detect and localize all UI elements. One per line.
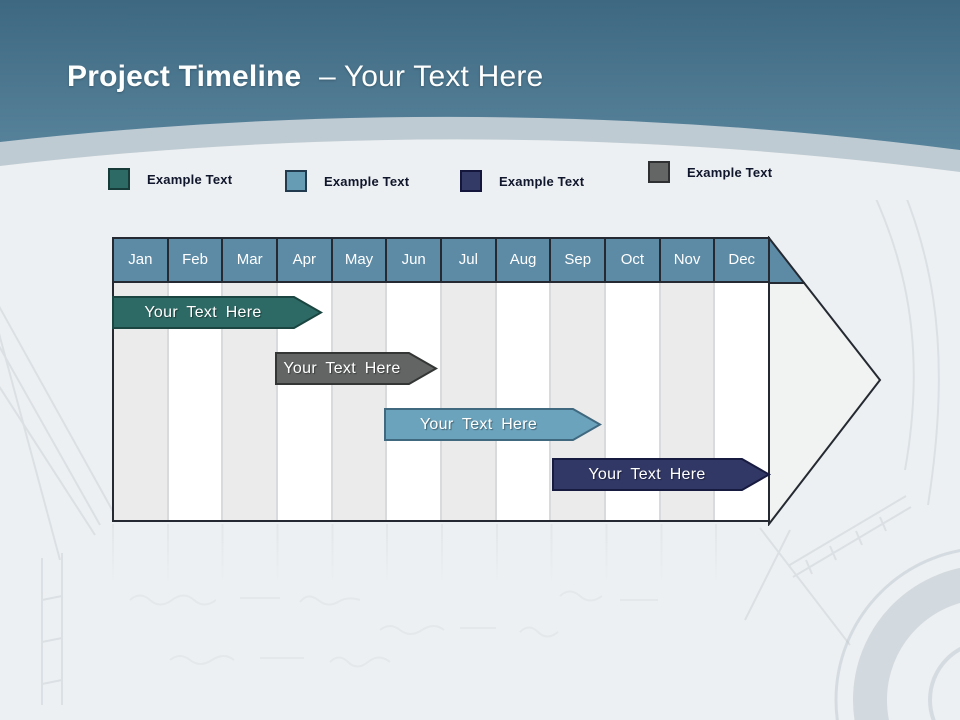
bar-arrow-shape: [552, 458, 772, 491]
month-column: [332, 283, 388, 520]
bar-label: Your Text Here: [283, 359, 401, 377]
timeline-bar-3: Your Text Here: [384, 408, 603, 441]
month-column: [387, 283, 443, 520]
legend-item-1: Example Text: [108, 168, 232, 190]
bar-label: Your Text Here: [419, 415, 538, 433]
month-cell-sep: Sep: [551, 239, 607, 281]
month-cell-jan: Jan: [114, 239, 169, 281]
month-cell-nov: Nov: [661, 239, 716, 281]
legend-item-3: Example Text: [460, 170, 584, 192]
legend-swatch-gray: [648, 161, 670, 183]
timeline-chart: Jan Feb Mar Apr May Jun Jul Aug Sep Oct …: [112, 237, 770, 522]
timeline-arrow-head: [768, 236, 882, 526]
month-cell-may: May: [333, 239, 388, 281]
title-suffix: – Your Text Here: [318, 60, 544, 93]
month-cell-oct: Oct: [606, 239, 661, 281]
title-main: Project Timeline: [67, 60, 302, 93]
month-column: [442, 283, 497, 520]
month-cell-feb: Feb: [169, 239, 224, 281]
bar-label: Your Text Here: [144, 303, 262, 321]
month-cell-mar: Mar: [223, 239, 279, 281]
chart-body: [114, 283, 769, 520]
header-band: Project Timeline – Your Text Here: [0, 0, 960, 200]
month-cell-jun: Jun: [387, 239, 443, 281]
legend-label: Example Text: [324, 173, 410, 189]
legend-label: Example Text: [499, 173, 585, 189]
legend-label: Example Text: [687, 164, 773, 180]
month-column: [496, 283, 552, 520]
bar-label: Your Text Here: [588, 465, 706, 483]
timeline-bar-4: Your Text Here: [552, 458, 772, 491]
month-cell-aug: Aug: [497, 239, 552, 281]
legend-swatch-blue: [285, 170, 307, 192]
bar-arrow-shape: [112, 296, 324, 329]
legend-item-4: Example Text: [648, 161, 772, 183]
legend-item-2: Example Text: [285, 170, 409, 192]
legend-swatch-navy: [460, 170, 482, 192]
bar-arrow-shape: [384, 408, 603, 441]
legend-swatch-teal: [108, 168, 130, 190]
month-header-row: Jan Feb Mar Apr May Jun Jul Aug Sep Oct …: [114, 237, 768, 283]
legend-label: Example Text: [147, 171, 233, 187]
month-cell-apr: Apr: [278, 239, 333, 281]
month-cell-jul: Jul: [442, 239, 497, 281]
bar-arrow-shape: [275, 352, 439, 385]
timeline-bar-2: Your Text Here: [275, 352, 439, 385]
month-cell-dec: Dec: [728, 251, 756, 268]
slide-title: Project Timeline – Your Text Here: [67, 60, 543, 94]
header-curve: [0, 116, 960, 200]
chart-reflection: [112, 524, 770, 596]
timeline-bar-1: Your Text Here: [112, 296, 324, 329]
